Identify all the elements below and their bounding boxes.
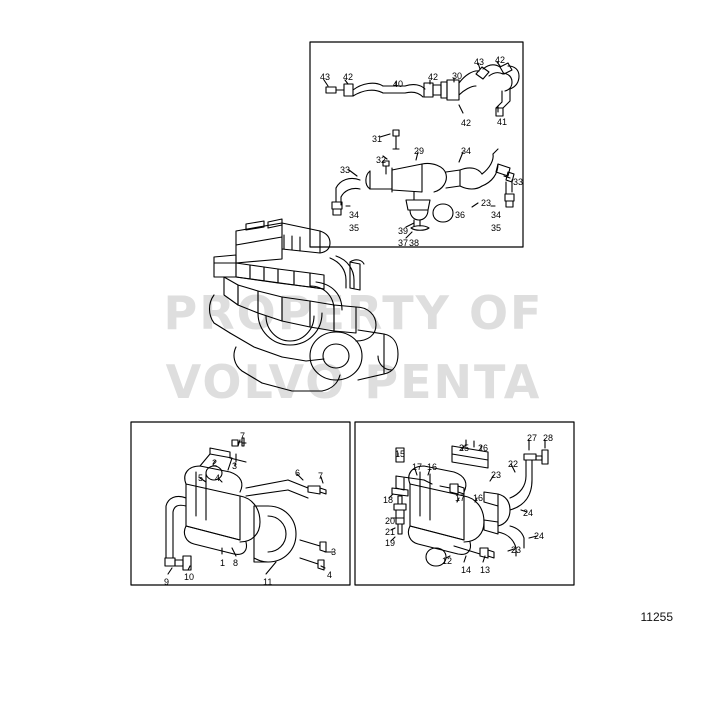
callout-number: 27 <box>527 433 538 443</box>
callout-number: 18 <box>383 495 394 505</box>
callout-number: 23 <box>511 545 522 555</box>
callout-number: 23 <box>481 198 492 208</box>
callout-number: 38 <box>409 238 420 248</box>
callout-number: 17 <box>455 493 466 503</box>
callout-number: 42 <box>428 72 439 82</box>
callout-number: 32 <box>376 155 387 165</box>
callout-number: 16 <box>473 493 484 503</box>
callout-number: 37 <box>398 238 409 248</box>
callout-number: 16 <box>427 462 438 472</box>
callout-number: 8 <box>233 558 239 568</box>
callout-number: 43 <box>474 57 485 67</box>
callout-number: 22 <box>508 459 519 469</box>
callout-number: 43 <box>320 72 331 82</box>
callout-number: 42 <box>461 118 472 128</box>
callout-number: 35 <box>491 223 502 233</box>
callout-number: 7 <box>318 471 324 481</box>
callout-number: 42 <box>343 72 354 82</box>
callout-number: 40 <box>393 79 404 89</box>
callout-number: 3 <box>331 547 337 557</box>
callout-number: 9 <box>164 577 170 587</box>
callout-number: 12 <box>442 556 453 566</box>
callout-number: 34 <box>461 146 472 156</box>
callout-number: 25 <box>459 443 470 453</box>
callout-number: 14 <box>461 565 472 575</box>
callout-number: 11 <box>263 577 273 587</box>
callout-number: 34 <box>491 210 502 220</box>
callout-number: 10 <box>184 572 195 582</box>
callout-number: 23 <box>491 470 502 480</box>
callout-number: 28 <box>543 433 554 443</box>
callout-number: 33 <box>513 177 524 187</box>
callout-number: 39 <box>398 226 409 236</box>
callout-number: 21 <box>385 527 396 537</box>
callout-number: 34 <box>349 210 360 220</box>
callout-number: 24 <box>534 531 545 541</box>
callout-number: 19 <box>385 538 396 548</box>
callout-number: 30 <box>452 71 463 81</box>
callout-number: 1 <box>220 558 226 568</box>
callout-number: 4 <box>215 473 221 483</box>
callout-number: 4 <box>327 570 333 580</box>
callout-number: 5 <box>198 473 204 483</box>
callout-number: 26 <box>478 443 489 453</box>
callout-number: 13 <box>480 565 491 575</box>
callout-number: 6 <box>295 468 301 478</box>
callout-number: 20 <box>385 516 396 526</box>
callout-number: 41 <box>497 117 508 127</box>
callout-number: 7 <box>240 431 246 441</box>
callout-number: 24 <box>523 508 534 518</box>
callout-number: 2 <box>212 458 218 468</box>
callout-number: 29 <box>414 146 425 156</box>
callout-number: 17 <box>412 462 423 472</box>
callout-number: 33 <box>340 165 351 175</box>
callout-number: 15 <box>395 449 406 459</box>
callout-number: 31 <box>372 134 383 144</box>
callout-number: 42 <box>495 55 506 65</box>
callout-number: 3 <box>232 461 238 471</box>
callout-number: 36 <box>455 210 466 220</box>
callout-number: 35 <box>349 223 360 233</box>
diagram-part-number: 11255 <box>640 610 673 624</box>
